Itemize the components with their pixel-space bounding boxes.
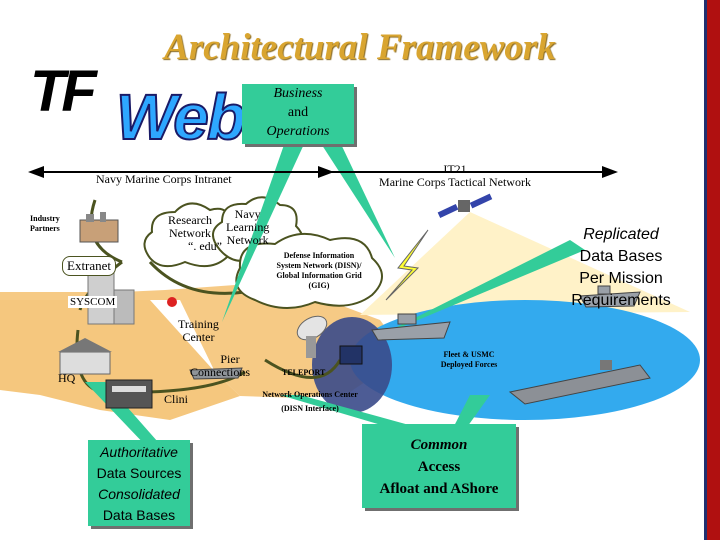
training-marker-icon xyxy=(167,297,177,307)
fleet-line1: Fleet & USMC xyxy=(424,350,514,360)
auth-line3: Consolidated xyxy=(88,484,190,505)
business-line3: Operations xyxy=(242,122,354,141)
noc-label: Network Operations Center (DISN Interfac… xyxy=(244,390,376,414)
replicated-label: Replicated Data Bases Per Mission Requir… xyxy=(562,224,680,312)
common-line2: Access xyxy=(362,456,516,478)
common-access-box: Common Access Afloat and AShore xyxy=(362,424,516,508)
nmci-label: Navy Marine Corps Intranet xyxy=(96,173,232,186)
pier-line2: Connections xyxy=(190,366,250,379)
logo-tf: TF xyxy=(30,58,93,125)
auth-line4: Data Bases xyxy=(88,505,190,526)
common-line1: Common xyxy=(362,434,516,456)
noc-line2: (DISN Interface) xyxy=(244,404,376,414)
it21-label: IT21 Marine Corps Tactical Network xyxy=(370,163,540,189)
replicated-line1: Replicated xyxy=(562,224,680,246)
navy-line3: Network xyxy=(226,234,269,247)
common-line3: Afloat and AShore xyxy=(362,478,516,500)
right-border-bar xyxy=(707,0,720,540)
syscom-label: SYSCOM xyxy=(68,296,117,308)
disn-label: Defense Information System Network (DISN… xyxy=(262,251,376,291)
noc-line1: Network Operations Center xyxy=(244,390,376,400)
teleport-label: TELEPORT xyxy=(282,368,325,377)
it21-line2: Marine Corps Tactical Network xyxy=(370,176,540,189)
fleet-label: Fleet & USMC Deployed Forces xyxy=(424,350,514,370)
clinic-building-icon xyxy=(106,380,152,408)
industry-line1: Industry xyxy=(30,214,60,224)
industry-partners-label: Industry Partners xyxy=(30,214,60,234)
disn-line2: System Network (DISN)/ xyxy=(262,261,376,271)
business-line1: Business xyxy=(242,84,354,103)
fleet-line2: Deployed Forces xyxy=(424,360,514,370)
satellite-icon xyxy=(438,194,493,218)
auth-line1: Authoritative xyxy=(88,442,190,463)
noc-box-icon xyxy=(340,346,362,364)
pier-connections-label: Pier Connections xyxy=(190,353,250,379)
training-line2: Center xyxy=(178,331,219,344)
left-arrowhead xyxy=(28,166,44,178)
business-line2: and xyxy=(242,103,354,122)
industry-line2: Partners xyxy=(30,224,60,234)
auth-line2: Data Sources xyxy=(88,463,190,484)
industry-partners-icon xyxy=(80,212,118,242)
business-operations-box: Business and Operations xyxy=(242,84,354,144)
logo-web: Web xyxy=(116,80,244,154)
replicated-line4: Requirements xyxy=(562,290,680,312)
research-network-label: Research Network “. edu” xyxy=(158,214,222,253)
replicated-line3: Per Mission xyxy=(562,268,680,290)
disn-line4: (GIG) xyxy=(262,281,376,291)
right-arrowhead xyxy=(602,166,618,178)
extranet-label: Extranet xyxy=(62,256,116,276)
clinic-label: Clini xyxy=(164,393,188,406)
page-title: Architectural Framework xyxy=(0,26,720,69)
disn-line3: Global Information Grid xyxy=(262,271,376,281)
authoritative-box: Authoritative Data Sources Consolidated … xyxy=(88,440,190,526)
navy-learning-label: Navy Learning Network xyxy=(226,208,269,247)
training-center-label: Training Center xyxy=(178,318,219,344)
research-line3: “. edu” xyxy=(188,240,222,253)
hq-label: HQ xyxy=(58,372,75,385)
replicated-line2: Data Bases xyxy=(562,246,680,268)
disn-line1: Defense Information xyxy=(262,251,376,261)
